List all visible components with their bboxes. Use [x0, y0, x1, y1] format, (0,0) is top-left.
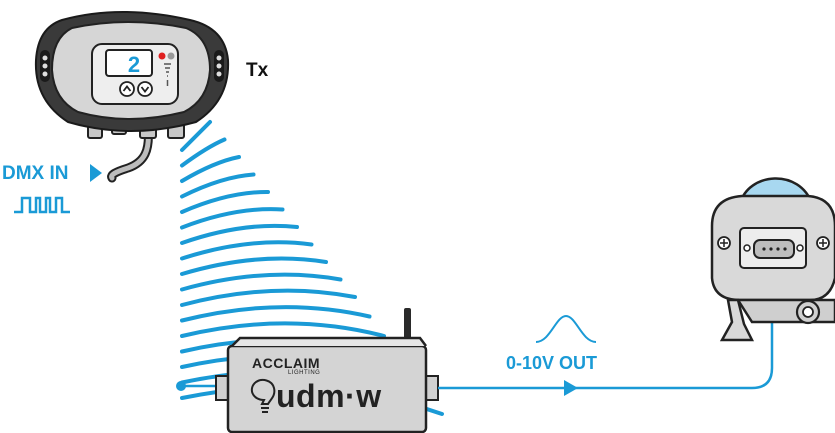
signal-wave-arc — [180, 172, 256, 199]
down-arrow-button-icon — [137, 81, 153, 97]
dmx-in-label: DMX IN — [2, 163, 69, 184]
signal-wave-arc — [180, 288, 357, 307]
signal-wave-arc — [180, 223, 299, 245]
signal-wave-arc — [180, 256, 328, 276]
product-label: udm·w — [276, 378, 382, 414]
signal-wave-arc — [180, 155, 241, 183]
signal-wave-arc — [180, 240, 314, 261]
brand-label: ACCLAIM — [252, 355, 321, 371]
square-wave-icon — [14, 196, 70, 214]
status-led-red — [158, 52, 166, 60]
receiver-device — [176, 308, 439, 433]
output-arrow-icon — [564, 380, 578, 396]
brand-sub-label: LIGHTING — [288, 370, 321, 376]
signal-wave-arc — [180, 305, 372, 323]
up-arrow-button-icon — [119, 81, 135, 97]
light-fixture — [710, 177, 835, 342]
output-label: 0-10V OUT — [506, 353, 598, 373]
transmitter-device: 2 — [34, 11, 230, 183]
transmitter-label: Tx — [246, 60, 269, 81]
signal-wave-arc — [180, 137, 227, 168]
signal-wave-arc — [180, 207, 285, 230]
input-connection-dot — [176, 381, 186, 391]
status-led-grey — [167, 52, 175, 60]
play-arrow-icon — [90, 164, 102, 182]
transmitter-digit-display — [105, 49, 153, 77]
signal-wave-arc — [180, 272, 343, 292]
lightbulb-logo-icon — [250, 379, 276, 413]
signal-wave-arc — [180, 321, 386, 338]
antenna-icon — [404, 308, 411, 342]
signal-bars-icon — [164, 63, 171, 86]
signal-wave-arc — [180, 189, 270, 214]
signal-wave-arc — [180, 120, 212, 152]
transmitter-digit: 2 — [128, 52, 140, 77]
bell-curve-icon — [535, 314, 597, 343]
